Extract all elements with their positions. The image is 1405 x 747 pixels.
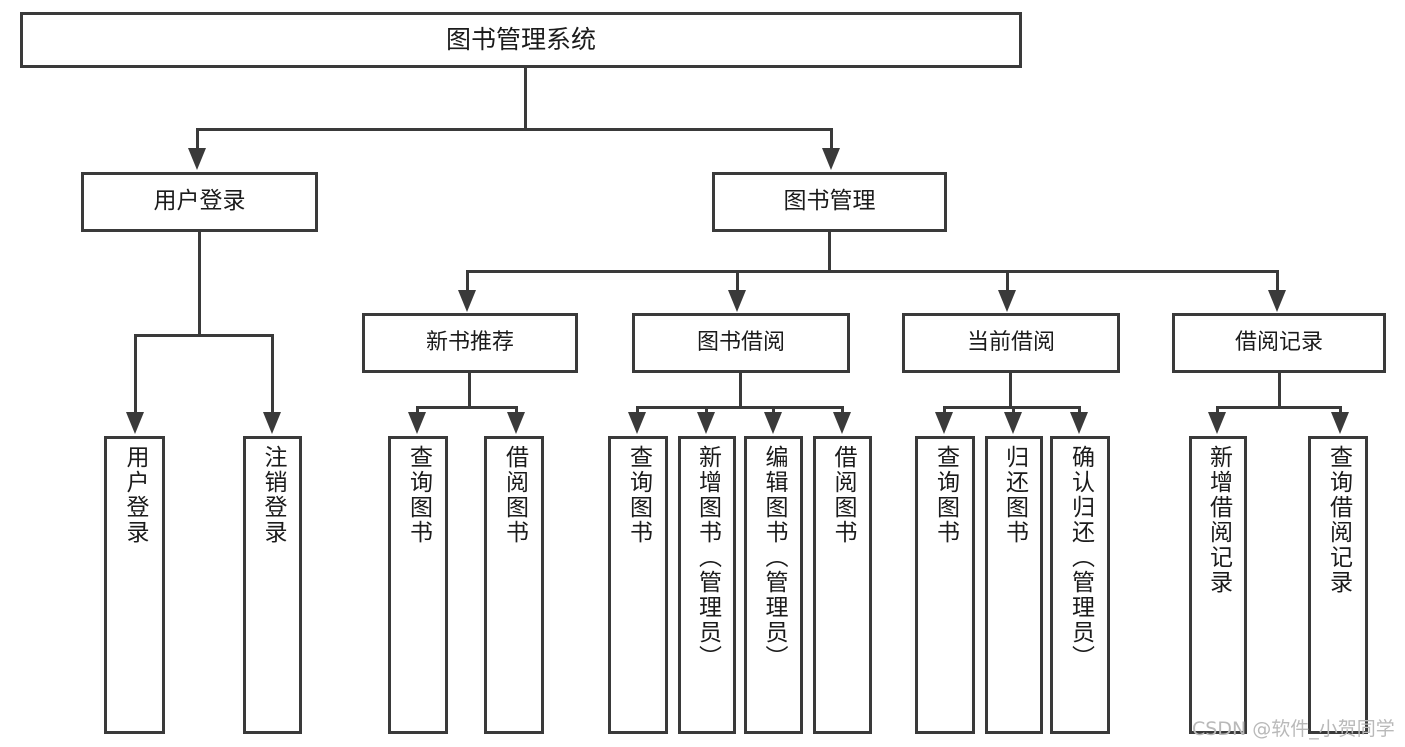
connector-current-to-leaf-1 [1012, 406, 1015, 414]
node-label: 新增借阅记录 [1205, 445, 1232, 595]
arrow-current-to-leaf-0 [935, 412, 953, 434]
node-book-borrow[interactable]: 图书借阅 [632, 313, 850, 373]
node-current-borrow[interactable]: 当前借阅 [902, 313, 1120, 373]
arrow-login-to-leaf-1 [263, 412, 281, 434]
connector-borrow-bar [636, 406, 844, 409]
connector-current-stem [1009, 373, 1012, 408]
node-leaf[interactable]: 查询图书 [388, 436, 448, 734]
connector-borrow-to-leaf-0 [636, 406, 639, 414]
arrow-borrow-to-leaf-3 [833, 412, 851, 434]
node-label: 新增图书（管理员） [694, 445, 721, 670]
node-leaf[interactable]: 查询图书 [608, 436, 668, 734]
node-label: 新书推荐 [425, 330, 514, 356]
arrow-root-to-bookmgmt [822, 148, 840, 170]
node-leaf[interactable]: 注销登录 [243, 436, 302, 734]
connector-record-to-leaf-0 [1216, 406, 1219, 414]
node-leaf[interactable]: 编辑图书（管理员） [744, 436, 803, 734]
connector-newbook-bar [416, 406, 518, 409]
node-label: 用户登录 [153, 188, 246, 215]
arrow-bookmgmt-to-l2-2 [998, 290, 1016, 312]
node-label: 查询图书 [405, 445, 432, 545]
connector-bookmgmt-to-l2-0 [466, 270, 469, 292]
connector-record-bar [1216, 406, 1342, 409]
node-leaf[interactable]: 借阅图书 [813, 436, 872, 734]
connector-bookmgmt-to-l2-2 [1006, 270, 1009, 292]
arrow-borrow-to-leaf-2 [764, 412, 782, 434]
node-label: 用户登录 [122, 445, 148, 545]
arrow-borrow-to-leaf-1 [697, 412, 715, 434]
node-label: 注销登录 [260, 445, 286, 545]
node-book-management[interactable]: 图书管理 [712, 172, 947, 232]
node-label: 图书管理系统 [445, 25, 596, 55]
connector-newbook-stem [468, 373, 471, 408]
arrow-newbook-to-leaf-0 [408, 412, 426, 434]
connector-borrow-to-leaf-2 [772, 406, 775, 414]
connector-root-bar [196, 128, 833, 131]
node-label: 查询借阅记录 [1325, 445, 1352, 595]
arrow-bookmgmt-to-l2-3 [1268, 290, 1286, 312]
connector-current-to-leaf-0 [943, 406, 946, 414]
node-label: 借阅图书 [830, 445, 856, 545]
connector-bookmgmt-stem [828, 232, 831, 272]
connector-root-stem [524, 68, 527, 130]
connector-borrow-to-leaf-3 [841, 406, 844, 414]
node-leaf[interactable]: 用户登录 [104, 436, 165, 734]
node-user-login[interactable]: 用户登录 [81, 172, 318, 232]
node-label: 借阅记录 [1234, 330, 1323, 356]
connector-newbook-to-leaf-1 [515, 406, 518, 414]
node-label: 当前借阅 [966, 330, 1055, 356]
connector-borrow-stem [739, 373, 742, 408]
node-leaf[interactable]: 查询图书 [915, 436, 975, 734]
connector-login-to-leaf-1 [271, 334, 274, 414]
connector-record-stem [1278, 373, 1281, 408]
arrow-borrow-to-leaf-0 [628, 412, 646, 434]
node-label: 编辑图书（管理员） [761, 445, 787, 670]
connector-newbook-to-leaf-0 [416, 406, 419, 414]
connector-login-to-leaf-0 [134, 334, 137, 414]
node-leaf[interactable]: 新增图书（管理员） [678, 436, 736, 734]
connector-bookmgmt-to-l2-1 [736, 270, 739, 292]
arrow-record-to-leaf-1 [1331, 412, 1349, 434]
node-leaf[interactable]: 确认归还（管理员） [1050, 436, 1110, 734]
node-label: 图书借阅 [696, 330, 785, 356]
connector-record-to-leaf-1 [1339, 406, 1342, 414]
connector-login-stem [198, 232, 201, 336]
node-leaf[interactable]: 查询借阅记录 [1308, 436, 1368, 734]
node-borrow-record[interactable]: 借阅记录 [1172, 313, 1386, 373]
arrow-current-to-leaf-1 [1004, 412, 1022, 434]
node-label: 查询图书 [932, 445, 959, 545]
node-label: 借阅图书 [501, 445, 528, 545]
connector-borrow-to-leaf-1 [705, 406, 708, 414]
connector-current-bar [943, 406, 1080, 409]
arrow-record-to-leaf-0 [1208, 412, 1226, 434]
arrow-newbook-to-leaf-1 [507, 412, 525, 434]
node-new-book-recommend[interactable]: 新书推荐 [362, 313, 578, 373]
csdn-watermark: CSDN @软件_小贺同学 [1192, 718, 1395, 740]
connector-current-to-leaf-2 [1078, 406, 1081, 414]
arrow-login-to-leaf-0 [126, 412, 144, 434]
node-label: 归还图书 [1001, 445, 1028, 545]
node-label: 查询图书 [625, 445, 652, 545]
node-label: 图书管理 [783, 188, 876, 215]
node-label: 确认归还（管理员） [1067, 445, 1094, 670]
connector-root-to-bookmgmt [830, 128, 833, 150]
node-leaf[interactable]: 借阅图书 [484, 436, 544, 734]
arrow-root-to-login [188, 148, 206, 170]
connector-login-bar [134, 334, 274, 337]
connector-bookmgmt-bar [466, 270, 1278, 273]
arrow-current-to-leaf-2 [1070, 412, 1088, 434]
node-leaf[interactable]: 新增借阅记录 [1189, 436, 1247, 734]
arrow-bookmgmt-to-l2-0 [458, 290, 476, 312]
connector-bookmgmt-to-l2-3 [1276, 270, 1279, 292]
connector-root-to-login [196, 128, 199, 150]
node-leaf[interactable]: 归还图书 [985, 436, 1043, 734]
node-root-system[interactable]: 图书管理系统 [20, 12, 1022, 68]
arrow-bookmgmt-to-l2-1 [728, 290, 746, 312]
